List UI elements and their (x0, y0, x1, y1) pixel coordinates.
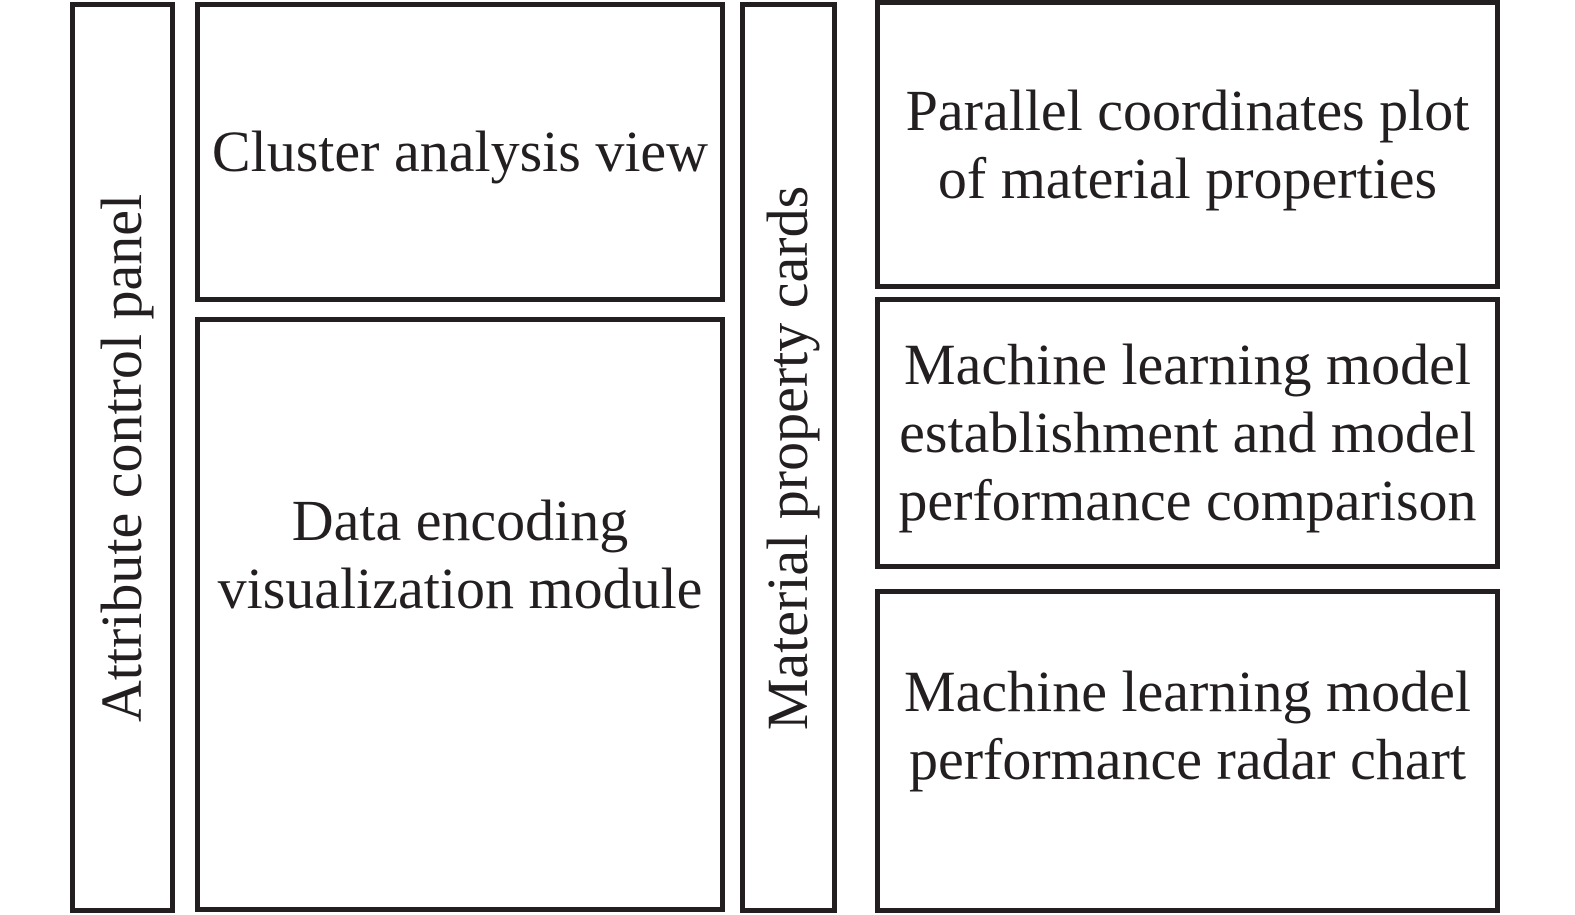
panel-radar-chart: Machine learning model performance radar… (875, 589, 1500, 913)
attribute-control-label: Attribute control panel (89, 193, 155, 722)
ml-model-comparison-label-line-3: performance comparison (898, 468, 1477, 533)
panel-parallel-coordinates: Parallel coordinates plot of material pr… (875, 0, 1500, 289)
panel-data-encoding: Data encoding visualization module (195, 317, 725, 912)
radar-chart-label-line-2: performance radar chart (908, 727, 1467, 792)
data-encoding-label-line-1: Data encoding (291, 487, 629, 553)
material-property-cards-label: Material property cards (755, 185, 821, 730)
ml-model-comparison-label-line-2: establishment and model (899, 400, 1476, 465)
panel-cluster-analysis: Cluster analysis view (195, 2, 725, 302)
parallel-coordinates-label-line-2: of material properties (937, 145, 1438, 211)
parallel-coordinates-label-line-1: Parallel coordinates plot (905, 77, 1470, 143)
cluster-analysis-label: Cluster analysis view (211, 119, 709, 184)
data-encoding-label-line-2: visualization module (217, 555, 703, 621)
radar-chart-label-line-1: Machine learning model (904, 659, 1471, 724)
panel-material-property-cards: Material property cards (740, 2, 837, 913)
panel-ml-model-comparison: Machine learning model establishment and… (875, 297, 1500, 569)
panel-attribute-control: Attribute control panel (70, 2, 175, 913)
ml-model-comparison-label-line-1: Machine learning model (904, 332, 1471, 397)
